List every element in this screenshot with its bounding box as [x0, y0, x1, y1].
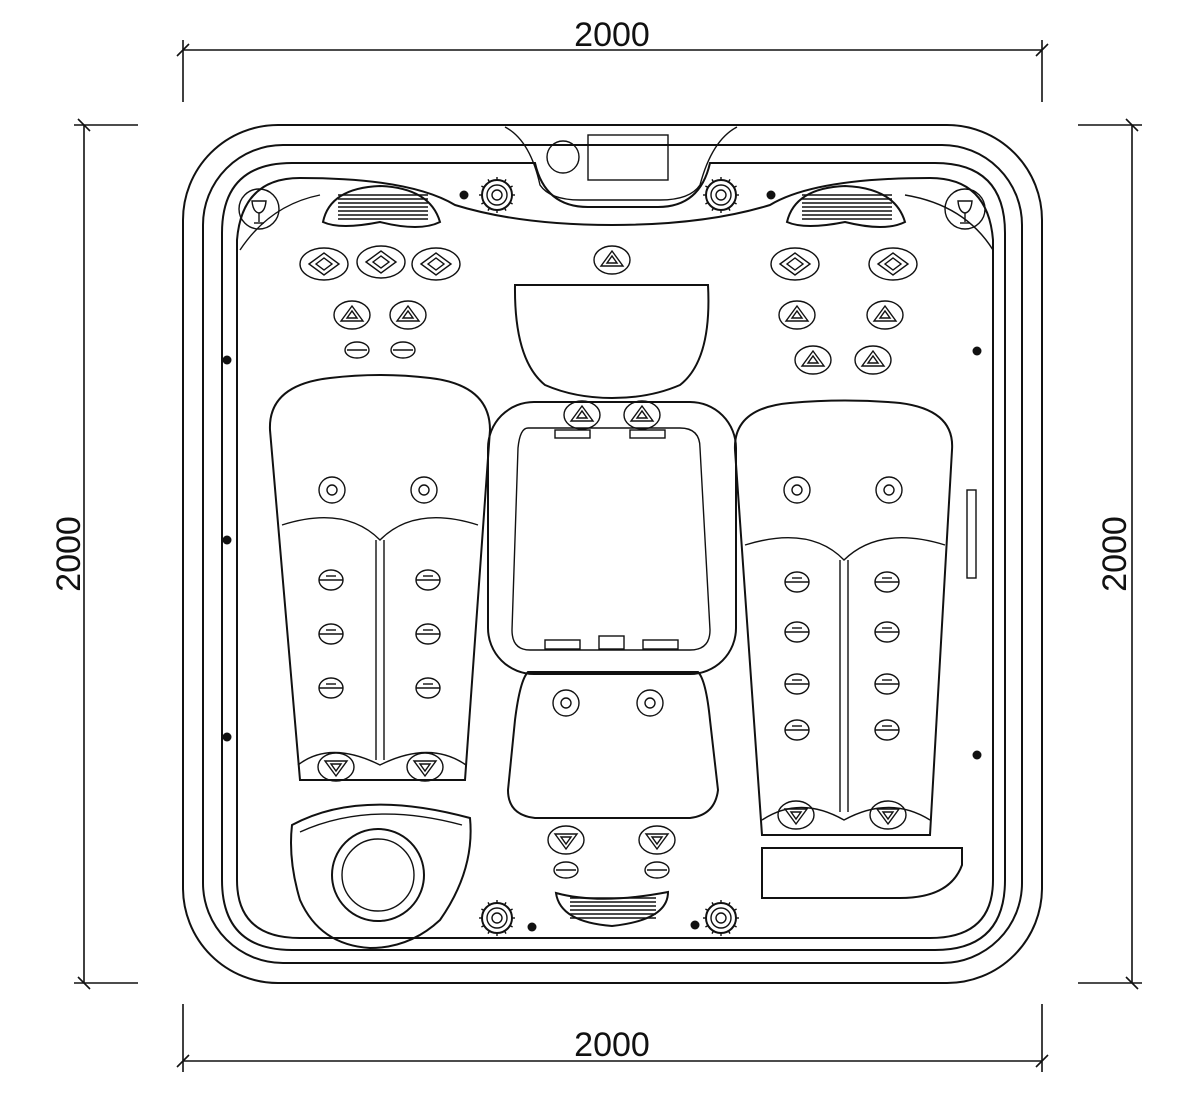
inner-floor-edge: [239, 194, 994, 251]
jet-nozzle-icon: [770, 247, 820, 281]
jet-nozzle-icon: [868, 247, 918, 281]
jet-nozzle-icon: [644, 861, 670, 879]
jet-nozzle-icon: [784, 621, 810, 643]
left-lounger: [268, 374, 492, 781]
jet-nozzle-icon: [783, 476, 811, 504]
jet-nozzle-icon: [547, 825, 585, 855]
jet-nozzle-icon: [593, 245, 631, 275]
step-bench: [761, 847, 963, 899]
dimension-right-label: 2000: [1096, 516, 1134, 592]
side-slot: [966, 489, 977, 579]
jet-nozzle-icon: [389, 300, 427, 330]
jet-nozzle-icon: [854, 345, 892, 375]
jet-nozzle-icon: [869, 800, 907, 830]
headrest-pillow-icon: [554, 890, 670, 928]
jet-nozzle-icon: [356, 245, 406, 279]
dimension-left: 2000: [50, 118, 138, 990]
jet-nozzle-icon: [410, 476, 438, 504]
control-panel: [587, 134, 669, 181]
jet-nozzle-icon: [318, 569, 344, 591]
skimmer-opening: [546, 140, 580, 174]
dimension-top: 2000: [176, 16, 1049, 102]
outer-shell-edge: [182, 124, 1043, 984]
outer-rim: [202, 144, 1023, 964]
control-valve-icon[interactable]: [703, 900, 739, 936]
control-valve-icon[interactable]: [479, 177, 515, 213]
center-top-seat: [513, 284, 710, 400]
jet-nozzle-icon: [778, 300, 816, 330]
jet-nozzle-icon: [318, 476, 346, 504]
jet-nozzle-icon: [318, 623, 344, 645]
jet-nozzle-icon: [784, 673, 810, 695]
jet-nozzle-icon: [784, 571, 810, 593]
inner-rim: [221, 162, 1006, 951]
jet-nozzle-icon: [411, 247, 461, 281]
seating-well: [236, 176, 994, 939]
jet-nozzle-icon: [794, 345, 832, 375]
jet-nozzle-icon: [299, 247, 349, 281]
jet-nozzle-icon: [874, 719, 900, 741]
jet-nozzle-icon: [552, 689, 580, 717]
cup-holder-left: [238, 188, 280, 230]
control-valve-icon[interactable]: [703, 177, 739, 213]
jet-nozzle-icon: [874, 621, 900, 643]
jet-nozzle-icon: [390, 341, 416, 359]
control-valve-icon[interactable]: [479, 900, 515, 936]
corner-seat: [290, 803, 472, 950]
jet-nozzle-icon: [623, 400, 661, 430]
jet-nozzle-icon: [638, 825, 676, 855]
headrest-pillow-icon: [785, 184, 907, 228]
jet-nozzle-icon: [874, 571, 900, 593]
dimension-right: 2000: [1078, 118, 1142, 990]
wine-glass-icon: [957, 200, 973, 224]
jet-nozzle-icon: [553, 861, 579, 879]
jet-nozzle-icon: [415, 677, 441, 699]
center-footwell: [487, 401, 737, 675]
jet-nozzle-icon: [874, 673, 900, 695]
right-lounger: [733, 399, 954, 836]
jet-nozzle-icon: [866, 300, 904, 330]
shell-marker-dots: [222, 190, 982, 932]
jet-nozzle-icon: [784, 719, 810, 741]
dimension-left-label: 2000: [50, 516, 88, 592]
top-notch: [504, 126, 738, 201]
jet-nozzle-icon: [415, 569, 441, 591]
dimension-top-label: 2000: [574, 16, 650, 54]
cup-holder-right: [944, 188, 986, 230]
center-bottom-seat: [506, 671, 720, 819]
jet-nozzle-icon: [318, 677, 344, 699]
jet-nozzle-icon: [333, 300, 371, 330]
jet-nozzle-icon: [636, 689, 664, 717]
jet-nozzle-icon: [563, 400, 601, 430]
jet-nozzle-icon: [415, 623, 441, 645]
jet-nozzle-icon: [317, 752, 355, 782]
dimension-bottom-label: 2000: [574, 1026, 650, 1064]
jet-nozzle-icon: [406, 752, 444, 782]
wine-glass-icon: [251, 200, 267, 224]
jet-nozzle-icon: [777, 800, 815, 830]
headrest-pillow-icon: [321, 184, 442, 228]
dimension-bottom: 2000: [176, 1004, 1049, 1072]
jet-nozzle-icon: [875, 476, 903, 504]
spa-shell: [182, 124, 1043, 984]
jet-nozzle-icon: [344, 341, 370, 359]
